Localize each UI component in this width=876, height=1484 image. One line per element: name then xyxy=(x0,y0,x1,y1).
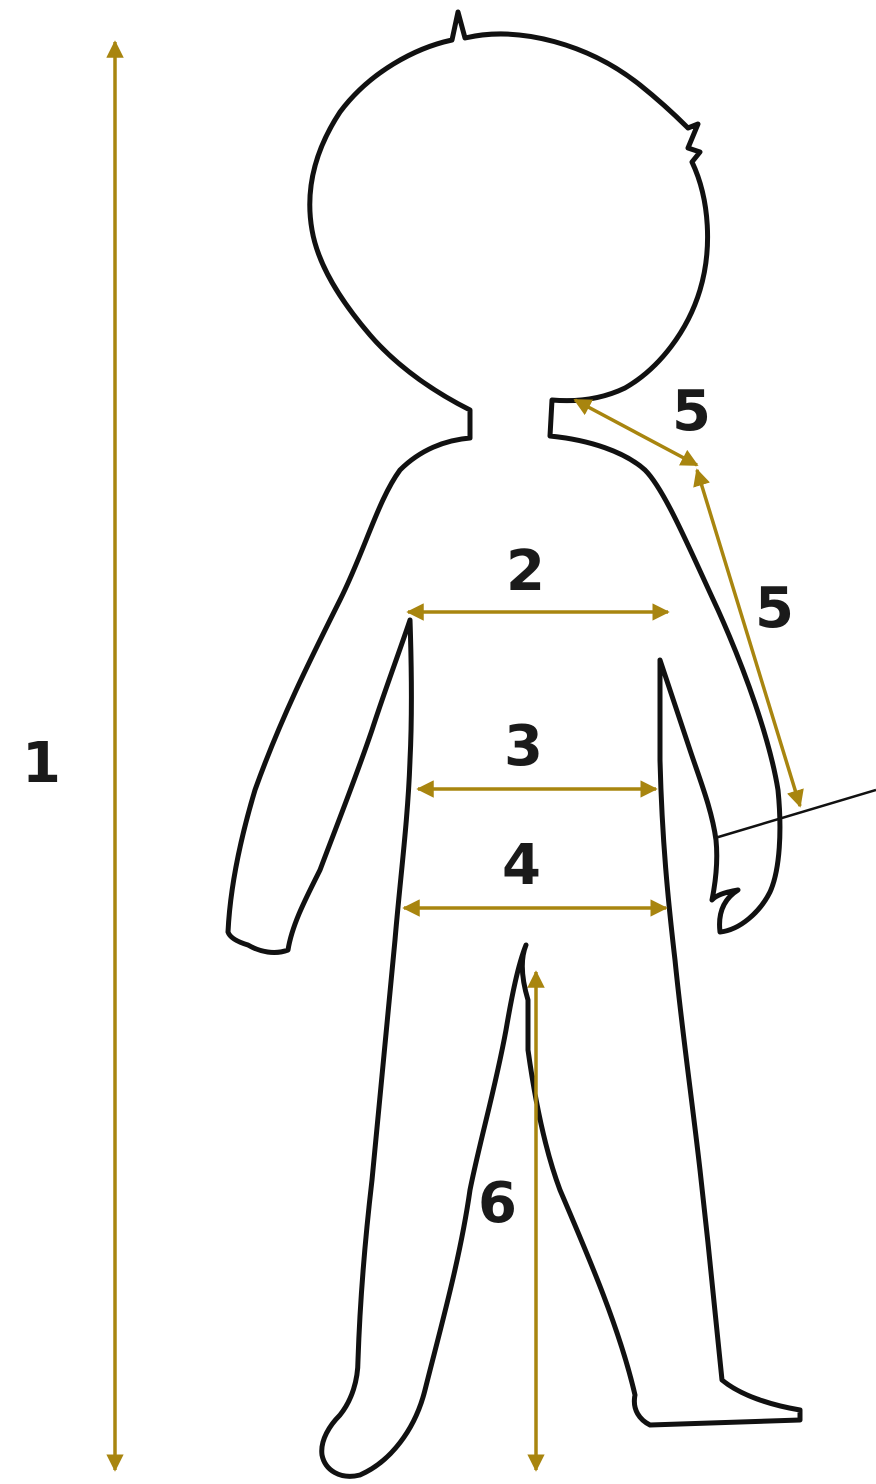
label-inseam: 6 xyxy=(478,1171,517,1236)
label-arm: 5 xyxy=(755,576,794,641)
label-waist: 3 xyxy=(504,714,543,779)
label-height: 1 xyxy=(22,731,61,796)
label-shoulder: 5 xyxy=(672,379,711,444)
label-hips: 4 xyxy=(502,833,541,898)
label-chest: 2 xyxy=(506,539,545,604)
